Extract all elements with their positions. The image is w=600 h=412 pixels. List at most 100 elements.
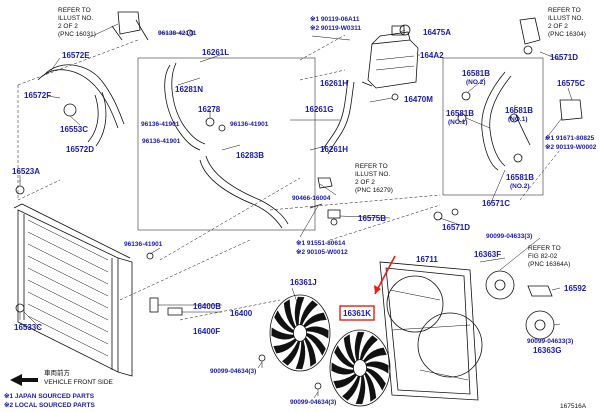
label-16575b: 16575B xyxy=(358,214,386,223)
water-outlet-16571d xyxy=(519,17,541,55)
clamp-16581b-no2-top xyxy=(461,91,471,101)
labels: REFER TO ILLUST NO. 2 OF 2 (PNC 16031) 9… xyxy=(4,7,597,410)
connector-16592 xyxy=(527,285,553,297)
hose-16572d xyxy=(87,94,99,143)
support-16400b xyxy=(149,297,183,316)
label-16361k: 16361K xyxy=(343,309,371,318)
fan-outer-ring xyxy=(329,329,391,407)
label-16261h: 16261H xyxy=(320,79,348,88)
refer-note-fig: REFER TO FIG 82-02 (PNC 16364A) xyxy=(528,245,570,268)
label-90099-04633-top: 90099-04633(3) xyxy=(486,233,532,240)
sensor-16575b xyxy=(327,209,341,226)
radiator-hose-16572e xyxy=(37,69,119,129)
label-91551-80614: ※1 91551-80614 xyxy=(296,239,346,247)
hose-16261l xyxy=(164,64,201,151)
fan-blade xyxy=(331,362,355,375)
label-96136-41901-b: 96136-41901 xyxy=(230,121,269,128)
label-16361j: 16361J xyxy=(290,278,317,287)
thermostat-housing xyxy=(111,11,149,41)
drain-plug-16533c xyxy=(15,303,25,320)
label-16261g: 16261G xyxy=(305,105,333,114)
refer-note-16031: REFER TO ILLUST NO. 2 OF 2 (PNC 16031) xyxy=(58,7,96,38)
label-16575c: 16575C xyxy=(557,79,585,88)
clip-96136-lower xyxy=(146,252,154,260)
label-16581b-no1-right: 16581B xyxy=(505,106,533,115)
label-91671-80825: ※1 91671-80825 xyxy=(545,134,595,142)
guide-line xyxy=(299,34,346,81)
hose-16571c xyxy=(481,71,506,171)
cooling-fan-16361k xyxy=(329,329,391,407)
label-16581b-no2-bottom: 16581B xyxy=(506,173,534,182)
clamp-16278 xyxy=(205,117,215,127)
clip-16571d-bottom xyxy=(433,211,443,221)
label-16281n: 16281N xyxy=(175,85,203,94)
label-16261l: 16261L xyxy=(202,48,229,57)
fan-motor-16363g xyxy=(525,310,555,340)
fan-blade xyxy=(304,336,317,367)
cooling-fan-16361j xyxy=(269,294,331,372)
vehicle-front-arrow-icon xyxy=(10,374,38,386)
fan-blade xyxy=(305,326,329,339)
bracket-90466 xyxy=(309,177,333,209)
label-90105-w0012: ※2 90105-W0012 xyxy=(296,248,348,256)
fan-hub xyxy=(352,359,367,377)
bolt-bottom xyxy=(451,208,459,216)
label-vehicle-front: VEHICLE FRONT SIDE xyxy=(44,379,114,386)
label-no1-left: (NO.1) xyxy=(448,119,468,126)
fan-motor-16363f xyxy=(485,270,515,300)
label-16571d-top: 16571D xyxy=(550,53,578,62)
fan-blade xyxy=(299,300,318,326)
fan-blade xyxy=(355,375,366,405)
hose-group-box xyxy=(137,57,316,231)
label-16572f: 16572F xyxy=(24,91,51,100)
fan-blade xyxy=(282,340,301,366)
leader-line xyxy=(47,29,573,101)
label-90099-04633-right: 90099-04633(3) xyxy=(527,338,573,345)
label-96136-41901-c: 96136-41901 xyxy=(142,138,181,145)
label-16283b: 16283B xyxy=(236,151,264,160)
bolt-16470m xyxy=(391,93,399,101)
highlight-arrow-head xyxy=(374,285,381,294)
fan-hub xyxy=(292,324,307,342)
fan-blade xyxy=(273,338,297,354)
fan-blade xyxy=(364,371,377,402)
guide-line xyxy=(119,239,281,321)
fan-blade xyxy=(303,312,327,328)
hose-clamp-16553c xyxy=(63,103,77,117)
refer-note-16304: REFER TO ILLUST NO. 2 OF 2 (PNC 16304) xyxy=(548,7,586,38)
footnote-local-sourced: ※2 LOCAL SOURCED PARTS xyxy=(4,401,95,409)
fan-blade xyxy=(365,361,389,374)
fan-blade xyxy=(342,375,361,401)
fan-blade xyxy=(366,367,386,391)
fan-blade xyxy=(306,332,326,356)
highlight-box-16361k xyxy=(339,305,375,321)
label-90466-16004: 90466-16004 xyxy=(292,195,331,202)
label-16572e: 16572E xyxy=(62,51,90,60)
label-90119-w0002: ※2 90119-W0002 xyxy=(545,143,597,151)
label-16592: 16592 xyxy=(564,284,587,293)
label-vehicle-front-cn: 車両前方 xyxy=(44,368,71,377)
label-16261h-2: 16261H xyxy=(320,145,348,154)
fan-blade xyxy=(334,345,354,369)
label-no1-right: (NO.1) xyxy=(508,116,528,123)
clip xyxy=(218,124,226,132)
leader-line xyxy=(87,23,119,39)
cap-16523a xyxy=(15,180,25,195)
fan-shroud-16711 xyxy=(379,261,483,401)
label-16571c: 16571C xyxy=(482,199,510,208)
label-16581b-no1-left: 16581B xyxy=(446,109,474,118)
label-16470m: 16470M xyxy=(404,95,433,104)
fan-blade xyxy=(363,347,387,363)
guide-line xyxy=(17,39,139,201)
label-16400f: 16400F xyxy=(193,327,220,336)
fan-blade xyxy=(354,331,365,361)
label-96136-41901-a: 96136-41901 xyxy=(141,121,180,128)
label-16572d: 16572D xyxy=(66,145,94,154)
label-90119-06a11: ※1 90119-06A11 xyxy=(310,15,360,23)
fan-blade xyxy=(294,296,305,326)
fan-outer-ring xyxy=(269,294,331,372)
label-16523a: 16523A xyxy=(12,167,40,176)
reservoir-tank-164a2 xyxy=(361,25,419,89)
label-16400b: 16400B xyxy=(193,302,221,311)
fan-blade xyxy=(333,373,357,389)
